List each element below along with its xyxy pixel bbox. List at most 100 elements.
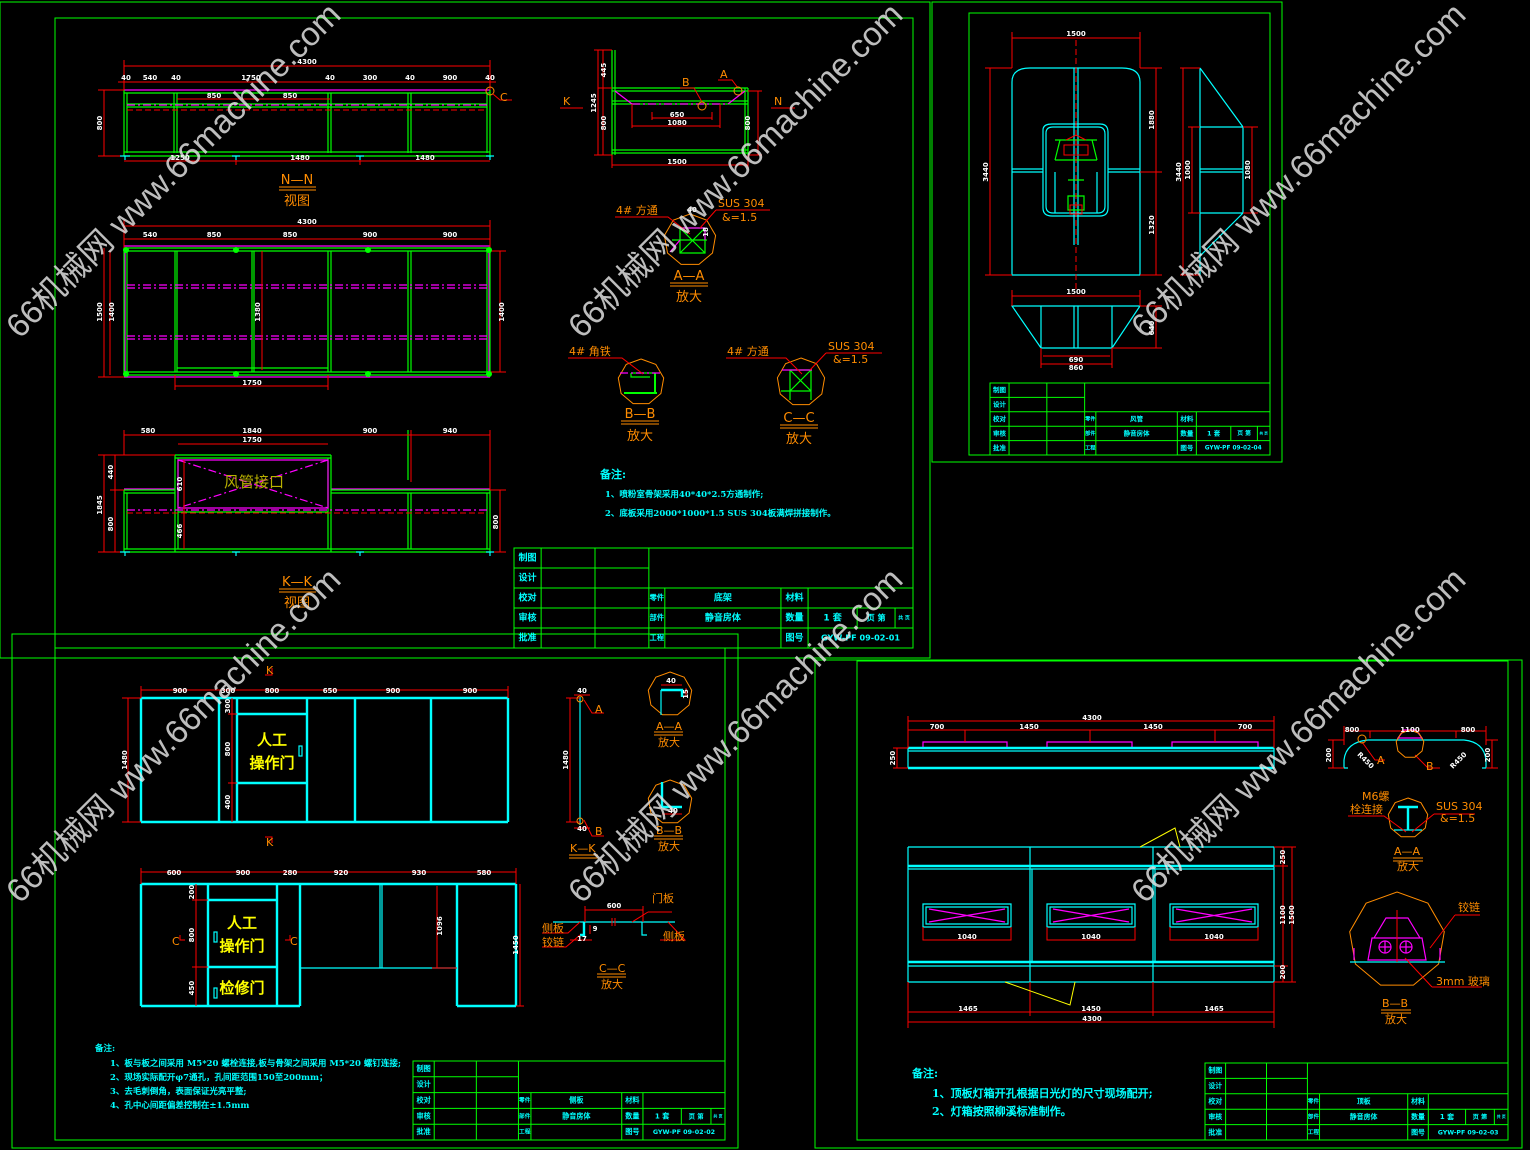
dim: 1040 xyxy=(1081,933,1101,941)
material-label: SUS 304 xyxy=(828,340,875,353)
sheet4-detail-b-b-path xyxy=(1396,910,1482,988)
sheet1-kk-view-path xyxy=(98,430,506,553)
dim: 40 xyxy=(171,74,181,82)
dim: 1450 xyxy=(512,935,520,955)
dim: 1500 xyxy=(1066,30,1086,38)
title-block-vlabel: 部件 xyxy=(519,1112,531,1120)
detail-boundary xyxy=(663,213,717,265)
title-block-role: 审核 xyxy=(1208,1112,1222,1121)
title-block-grid xyxy=(513,547,914,649)
dim: 800 xyxy=(107,517,115,532)
hinge-label: 铰链 xyxy=(1458,900,1480,914)
dim: 1480 xyxy=(415,154,435,162)
sheet3-kk-section-path xyxy=(569,854,598,859)
sheet1-side-view-path xyxy=(611,50,749,155)
part-name: 侧板 xyxy=(569,1096,584,1105)
sheet1-plan-view-path xyxy=(124,245,490,378)
dim: 40 xyxy=(405,74,415,82)
title-block-role: 设计 xyxy=(1208,1081,1222,1090)
sheet3-title-block: 制图设计校对审核批准零件部件工程侧板静音房体材料数量图号1 套页 第共 页GYW… xyxy=(412,1060,726,1141)
sheet1-detail-c-c: 4# 方通 SUS 304 &=1.5 C—C 放大 xyxy=(726,340,882,447)
material-label: 材料 xyxy=(624,1096,640,1105)
dim: 900 xyxy=(443,231,458,239)
sheet3-top-view: 人工 操作门 K K 900 300 800 650 900 900 1480 … xyxy=(121,664,510,849)
dim: 1500 xyxy=(1288,905,1296,925)
quantity-label: 数量 xyxy=(1180,428,1193,437)
sheet1-nn-view-path xyxy=(279,186,316,191)
frame-joint-dots xyxy=(123,247,492,377)
dim: 1480 xyxy=(562,750,570,770)
dim: 1245 xyxy=(590,93,598,113)
sheet2-bottom-view: 1500 690 860 640 xyxy=(1010,288,1162,372)
dim: 860 xyxy=(1069,364,1084,372)
detail-label-bottom: 放大 xyxy=(658,735,680,749)
detail-marker-b: B xyxy=(595,825,603,838)
assembly-name: 静音房体 xyxy=(705,612,742,624)
sheet3-bottom-view-rect xyxy=(213,987,218,999)
dim: 610 xyxy=(176,477,184,492)
sheet1-plan-view-path xyxy=(123,247,491,376)
dim: 1465 xyxy=(1204,1005,1224,1013)
dim: 200 xyxy=(1325,748,1333,763)
title-block-role: 设计 xyxy=(416,1080,430,1089)
sheet1-kk-view-path xyxy=(120,551,494,556)
dim: 300 xyxy=(221,687,236,695)
note-item: 2、现场实际配开φ7通孔，孔间距范围150至200mm； xyxy=(110,1072,328,1083)
drawing-number: GYW-PF 09-02-02 xyxy=(653,1128,715,1136)
sheet4-detail-a-a: M6螺 栓连接 SUS 304 &=1.5 A—A 放大 xyxy=(1348,790,1483,873)
frame-joint-dots-circle xyxy=(233,247,239,253)
sheet4-detail-b-b: 铰链 3mm 玻璃 B—B 放大 xyxy=(1349,891,1490,1026)
dim: 690 xyxy=(1069,356,1084,364)
dim: 900 xyxy=(386,687,401,695)
title-block-role: 校对 xyxy=(519,592,537,604)
title-block-role: 制图 xyxy=(1208,1066,1222,1075)
dim: 1040 xyxy=(1204,933,1224,941)
section-marker-k: K xyxy=(266,664,274,677)
door-panel-label: 门板 xyxy=(652,891,674,905)
title-block-vlabel: 零件 xyxy=(649,593,664,602)
title-block-role: 制图 xyxy=(993,385,1006,394)
sheet1-detail-c-c-path xyxy=(726,352,882,375)
title-block-vlabel: 零件 xyxy=(1307,1097,1320,1105)
title-block-role: 设计 xyxy=(993,400,1006,409)
material-label: 材料 xyxy=(1179,414,1193,423)
title-block-role: 审核 xyxy=(519,612,537,624)
sheet4-top-view-path xyxy=(893,716,1275,769)
notes-title: 备注: xyxy=(599,467,626,481)
dim: 250 xyxy=(889,751,897,766)
dim: 940 xyxy=(443,427,458,435)
sheet1-detail-b-b-path xyxy=(568,357,644,375)
dim: 850 xyxy=(283,92,298,100)
detail-marker-b: B xyxy=(682,76,690,89)
sheet4-front-view-path xyxy=(1004,827,1181,1006)
sheet4-profile-path xyxy=(1328,726,1498,769)
sheet4-front-view-path xyxy=(907,846,1296,1028)
page-number: 页 第 xyxy=(1473,1113,1488,1121)
title-block-vlabel: 部件 xyxy=(1308,1112,1320,1120)
dim: 250 xyxy=(1279,850,1287,865)
sheet1-side-view-circle xyxy=(697,101,707,111)
title-block-vlabel: 工程 xyxy=(519,1128,531,1136)
sheet3-detail-c-c: 600 9 17 门板 侧板 铰链 侧板 C—C 放大 xyxy=(542,891,687,991)
drawing-number: GYW-PF 09-02-03 xyxy=(1438,1129,1499,1136)
sheet3-detail-c-c-path xyxy=(580,922,586,937)
sheet1-nn-view-path xyxy=(98,60,496,165)
detail-label-top: A—A xyxy=(1394,845,1421,858)
sheet4-profile-circle xyxy=(1357,734,1367,744)
detail-label-top: C—C xyxy=(783,411,814,426)
dim: 1450 xyxy=(1019,723,1039,731)
dim: 1450 xyxy=(1081,1005,1101,1013)
service-door-label: 检修门 xyxy=(219,979,264,997)
note-item: 2、底板采用2000*1000*1.5 SUS 304板满焊拼接制作。 xyxy=(605,508,836,519)
section-marker-n: N xyxy=(774,95,782,108)
detail-label-bottom: 放大 xyxy=(658,839,680,853)
dim-overall: 4300 xyxy=(297,58,317,66)
dim: 1250 xyxy=(170,154,190,162)
door-label-line1: 人工 xyxy=(257,731,287,749)
section-marker-c: C xyxy=(500,91,508,104)
sheet4-front-view: 1040 1040 1040 1465 1450 1465 4300 250 1… xyxy=(907,827,1296,1028)
sheet1-nn-view: 4300 40 540 40 1750 40 300 40 900 40 850… xyxy=(96,58,512,209)
leader-label: 4# 方通 xyxy=(616,203,658,217)
sheet1-detail-a-a-path xyxy=(670,282,708,287)
